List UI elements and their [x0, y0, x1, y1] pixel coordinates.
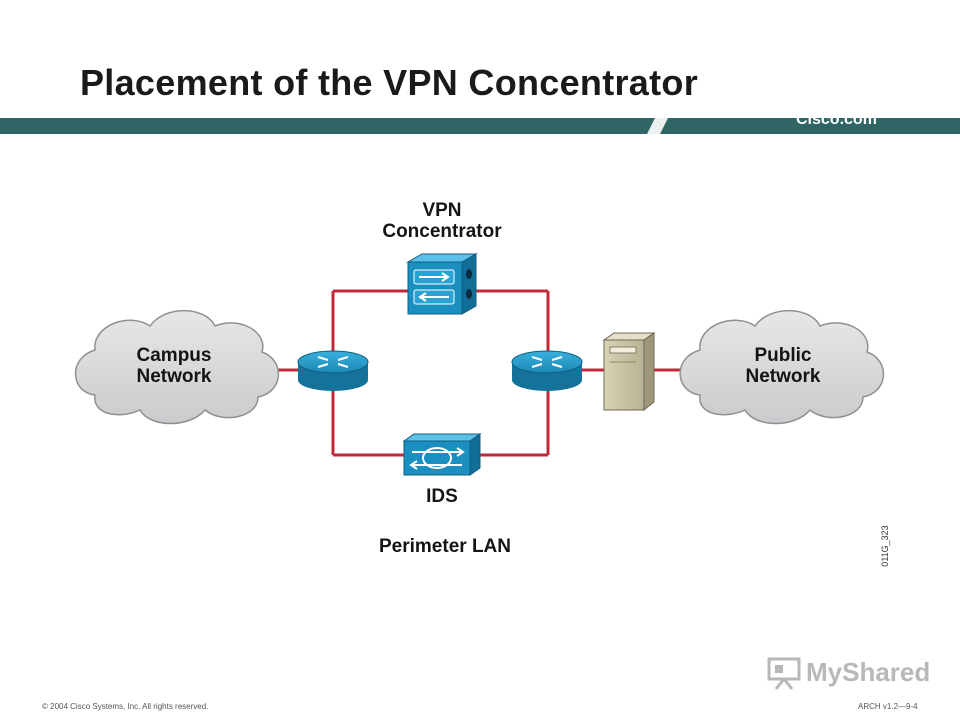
- vpn-label-line1: VPN: [422, 200, 462, 221]
- slide-title: Placement of the VPN Concentrator: [80, 62, 699, 103]
- router-icon: [511, 350, 583, 391]
- server-firewall-icon: [602, 332, 656, 412]
- ids-label: IDS: [426, 486, 458, 507]
- watermark-logo: MyShared: [766, 655, 930, 691]
- perimeter-links: [270, 289, 690, 457]
- title-bar: [0, 118, 960, 134]
- copyright-text: © 2004 Cisco Systems, Inc. All rights re…: [42, 702, 209, 711]
- presentation-icon: [767, 657, 801, 690]
- campus-network-label: Campus Network: [104, 345, 244, 387]
- vpn-concentrator-icon: [406, 253, 478, 315]
- vpn-concentrator-label: VPN Concentrator: [360, 200, 524, 242]
- cloud-icon: [679, 309, 885, 425]
- campus-label-line1: Campus: [136, 345, 212, 366]
- ids-sensor-icon: [402, 433, 482, 476]
- perimeter-lan-label: Perimeter LAN: [379, 536, 511, 557]
- public-label-line1: Public: [754, 345, 812, 366]
- course-reference: ARCH v1.2—9-4: [858, 702, 918, 711]
- router-icon: [297, 350, 369, 391]
- public-label-line2: Network: [745, 366, 821, 387]
- watermark-text: MyShared: [806, 657, 931, 687]
- campus-label-line2: Network: [136, 366, 212, 387]
- figure-id: 011G_323: [880, 525, 890, 567]
- public-network-label: Public Network: [713, 345, 853, 387]
- cisco-brand: Cisco.com: [796, 111, 877, 128]
- cloud-icon: [74, 309, 280, 425]
- vpn-label-line2: Concentrator: [382, 221, 502, 242]
